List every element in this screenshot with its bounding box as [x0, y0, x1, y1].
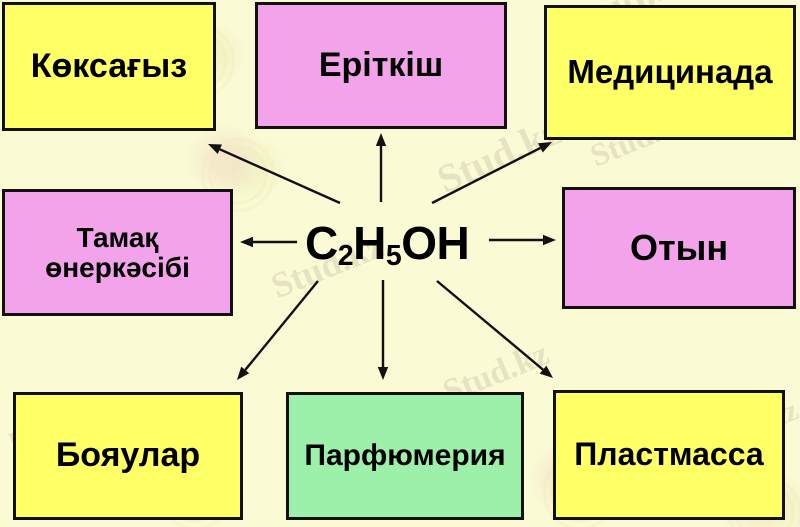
formula-subscript: 2	[337, 240, 354, 273]
node-tamak-onerkasibi[interactable]: Тамақ өнеркәсібі	[2, 189, 233, 316]
node-boyaular[interactable]: Бояулар	[13, 392, 243, 520]
node-eritkish[interactable]: Еріткіш	[255, 2, 507, 129]
node-label: Медицинада	[567, 53, 773, 91]
center-formula-ethanol: C2H5OH	[305, 216, 470, 273]
node-otyn[interactable]: Отын	[562, 187, 796, 309]
node-label: Отын	[629, 227, 729, 269]
node-label: Бояулар	[55, 436, 201, 475]
node-plastmassa[interactable]: Пластмасса	[553, 390, 785, 520]
arrow-to-plastmassa	[436, 280, 553, 378]
node-label: Парфюмерия	[304, 439, 506, 473]
formula-element: OH	[401, 217, 470, 269]
node-label: Көксағыз	[30, 46, 188, 85]
arrow-to-parfyumeriya	[377, 280, 389, 380]
arrow-to-boyaular	[237, 280, 319, 380]
node-label: Тамақ өнеркәсібі	[45, 222, 190, 283]
node-label: Пластмасса	[574, 436, 764, 473]
node-medicinada[interactable]: Медицинада	[544, 5, 796, 140]
arrow-to-eritkish	[375, 133, 387, 202]
arrow-to-medicinada	[431, 142, 552, 205]
arrow-to-tamak	[240, 236, 297, 248]
node-koksagyz[interactable]: Көксағыз	[2, 2, 216, 131]
formula-element: H	[353, 217, 386, 269]
arrow-to-koksagyz	[208, 144, 341, 205]
formula-element: C	[305, 217, 338, 269]
formula-subscript: 5	[385, 240, 402, 273]
arrow-to-otyn	[489, 234, 556, 246]
node-parfyumeriya[interactable]: Парфюмерия	[286, 392, 524, 520]
node-label: Еріткіш	[318, 45, 444, 84]
